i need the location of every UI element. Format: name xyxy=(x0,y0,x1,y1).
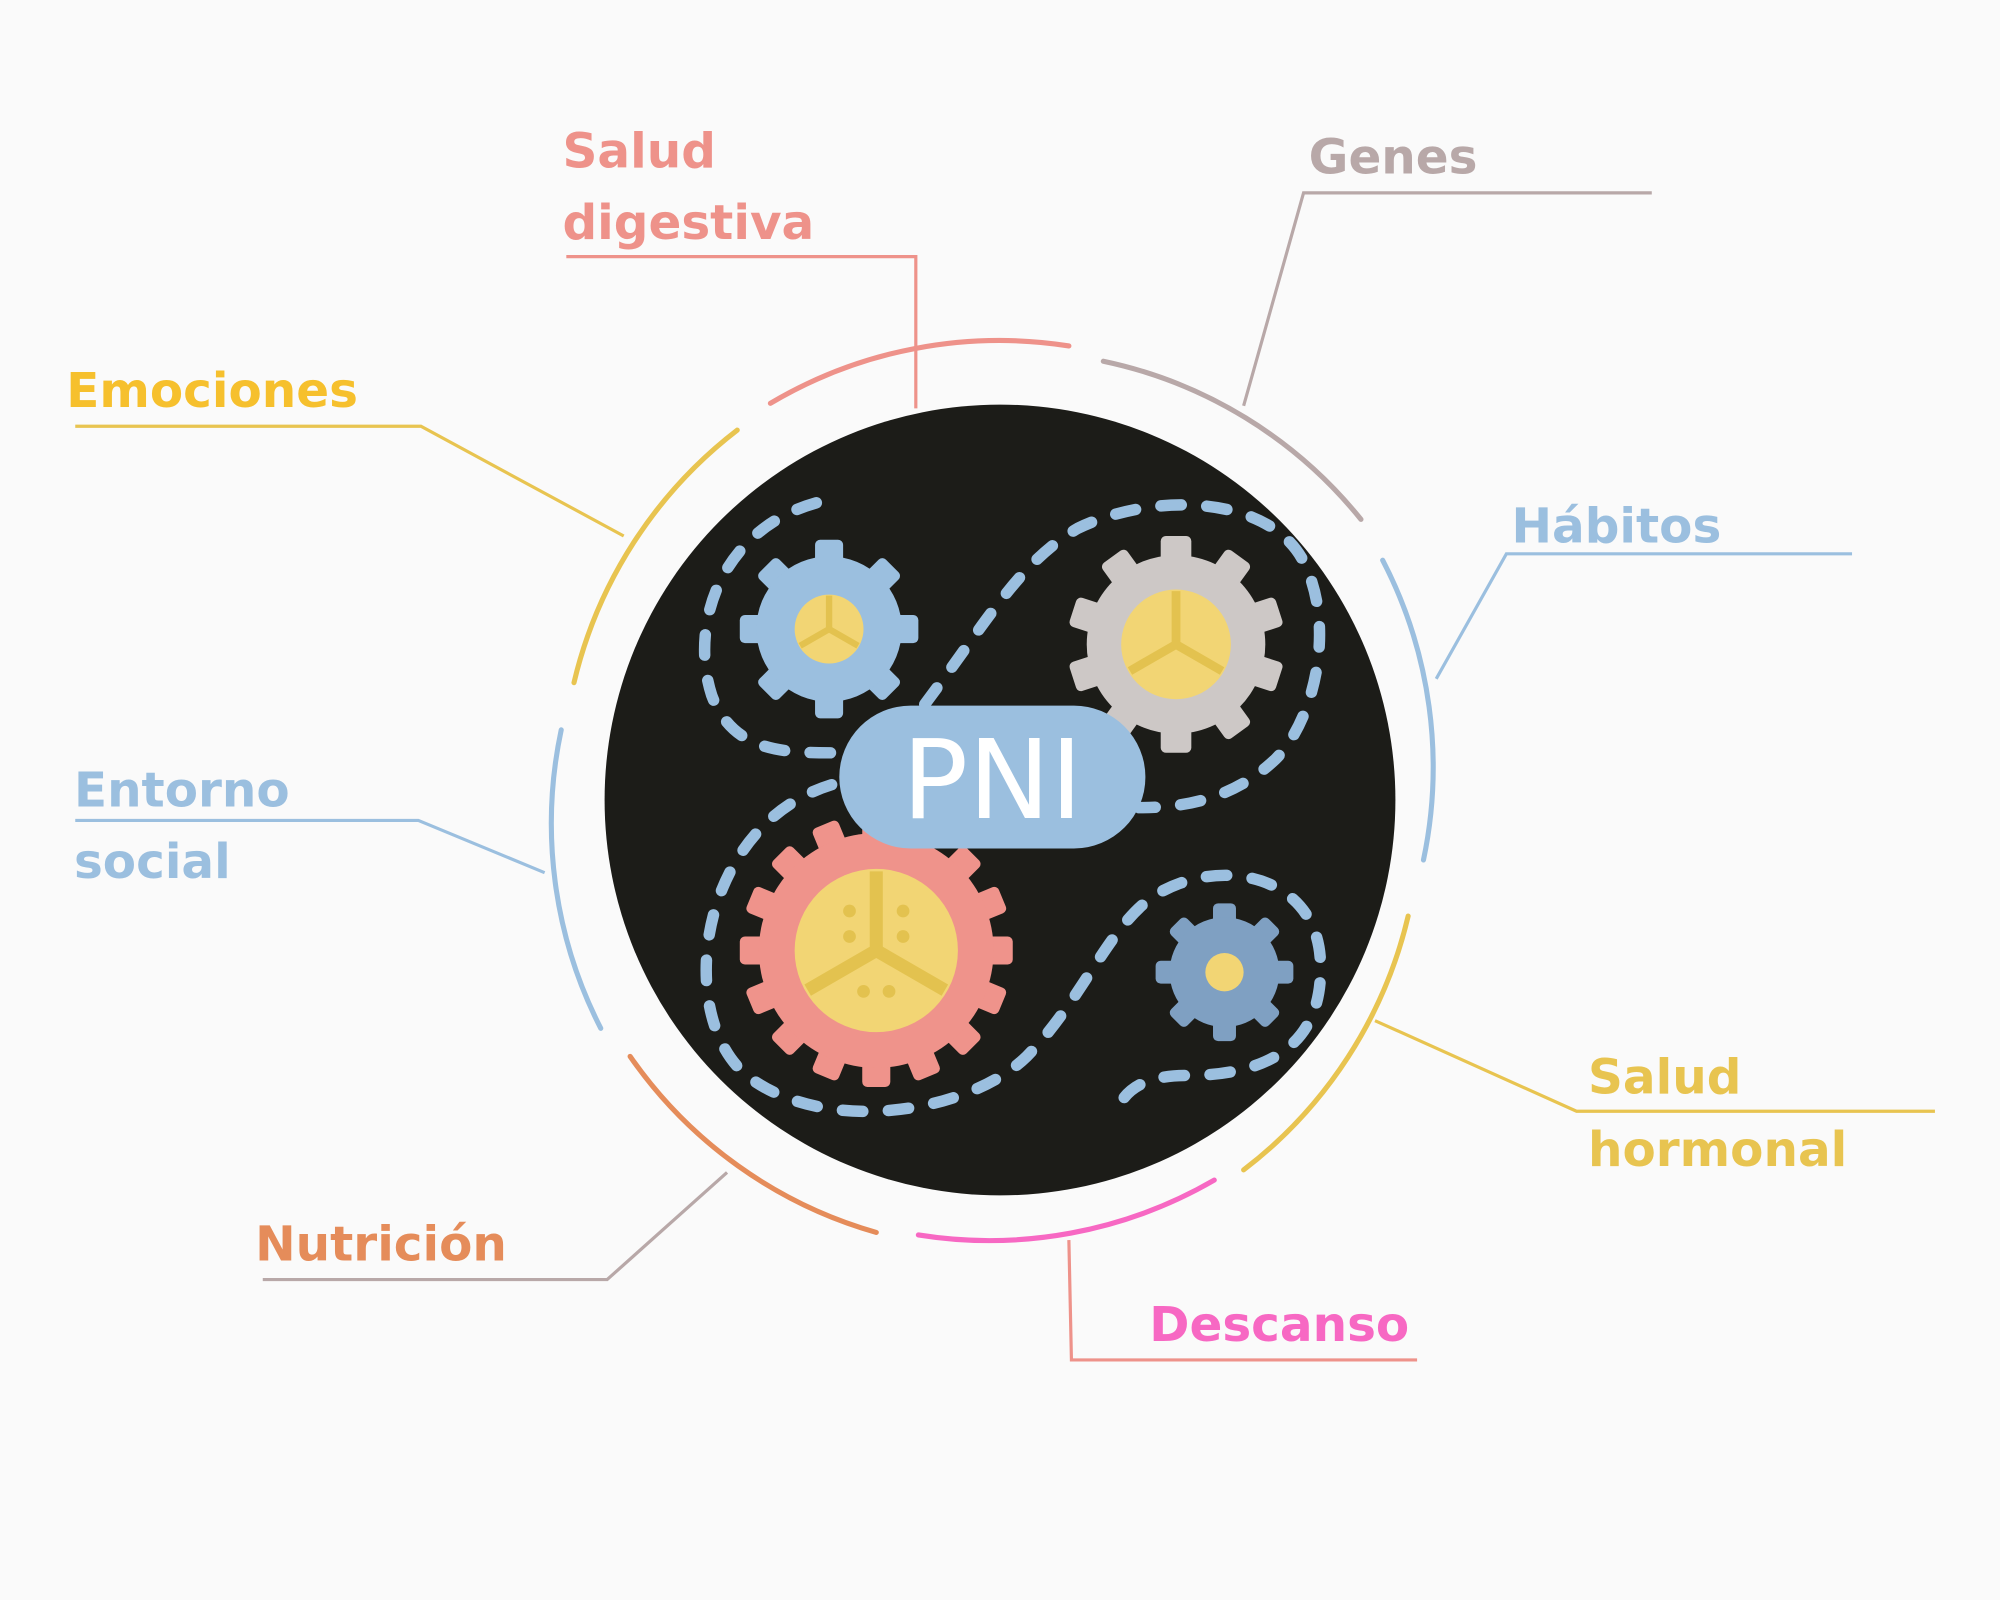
arc-salud-hormonal xyxy=(1241,913,1411,1173)
label-habitos: Hábitos xyxy=(1511,498,1721,554)
dashed-path-top-left xyxy=(699,497,842,759)
gear-spoke xyxy=(827,626,860,649)
gear-spoke xyxy=(804,944,880,996)
leader-emociones xyxy=(75,424,625,538)
leader-genes xyxy=(1242,191,1652,407)
leader-habitos xyxy=(1434,552,1853,680)
pni-badge: PNI xyxy=(839,705,1146,849)
gear-salmon-large-icon xyxy=(739,814,1013,1087)
label-entorno-social: Entorno social xyxy=(74,762,307,889)
arc-nutricion xyxy=(627,1053,879,1235)
gear-blue-small-icon xyxy=(739,539,919,719)
labels: Salud digestiva Genes Hábitos Salud horm… xyxy=(66,123,1847,1352)
gear-spoke xyxy=(798,626,831,649)
gear-dot xyxy=(843,930,856,943)
label-genes: Genes xyxy=(1309,130,1478,186)
gear-spoke xyxy=(1127,640,1179,675)
arc-descanso xyxy=(915,1177,1217,1244)
gear-dot xyxy=(896,904,910,918)
leader-salud-hormonal xyxy=(1374,1019,1935,1113)
gear-dot xyxy=(882,984,896,998)
arc-entorno-social xyxy=(548,727,604,1031)
gear-dot xyxy=(857,984,870,998)
leader-salud-digestiva xyxy=(566,255,918,409)
pni-label: PNI xyxy=(902,716,1083,844)
gear-hub xyxy=(1205,953,1244,992)
label-salud-digestiva: Salud digestiva xyxy=(563,123,815,250)
label-descanso: Descanso xyxy=(1149,1297,1409,1353)
dashed-path-top-right xyxy=(919,499,1326,814)
gear-dot xyxy=(896,930,910,943)
arc-habitos xyxy=(1380,557,1436,863)
label-emociones: Emociones xyxy=(66,363,358,419)
gear-spoke xyxy=(1173,640,1225,675)
label-salud-hormonal: Salud hormonal xyxy=(1588,1049,1847,1178)
leader-nutricion xyxy=(262,1171,729,1282)
arc-emociones xyxy=(571,427,740,686)
gear-blue-dark-icon xyxy=(1155,903,1294,1042)
gear-dot xyxy=(843,904,856,918)
outer-ring xyxy=(548,337,1436,1244)
leader-entorno-social xyxy=(75,818,546,875)
gear-gray-icon xyxy=(1069,535,1283,753)
gear-spoke xyxy=(873,944,949,996)
arc-genes xyxy=(1100,358,1364,522)
label-nutricion: Nutrición xyxy=(255,1216,507,1272)
dashed-paths xyxy=(699,497,1327,1126)
leader-descanso xyxy=(1067,1240,1418,1362)
leader-lines xyxy=(75,191,1935,1362)
